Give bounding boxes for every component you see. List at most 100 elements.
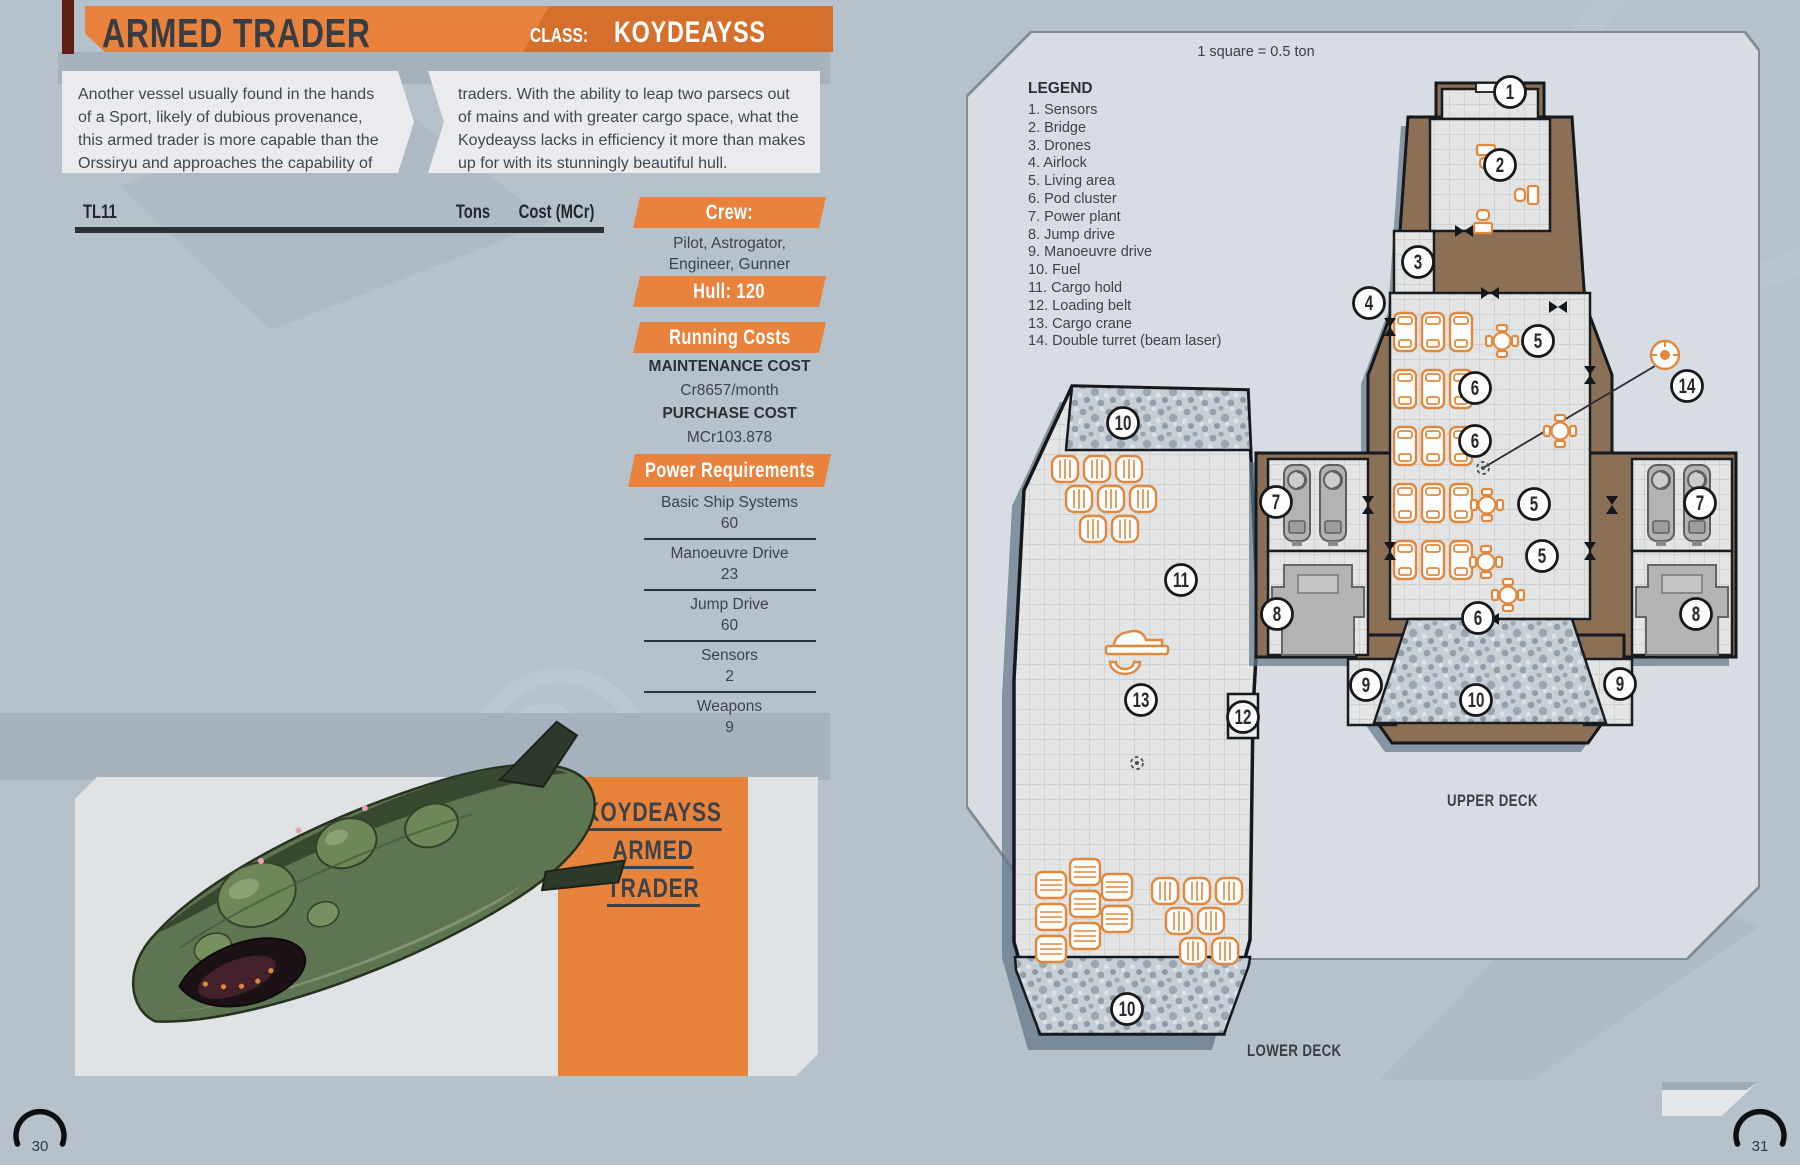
deck-marker	[1349, 668, 1383, 702]
legend-item: 6. Pod cluster	[1028, 190, 1117, 207]
lower-deck-label: LOWER DECK	[1247, 1041, 1342, 1060]
deck-marker	[1459, 683, 1493, 717]
deck-marker	[1110, 992, 1144, 1026]
legend-item: 8. Jump drive	[1028, 226, 1116, 243]
barrel-icon	[1110, 514, 1140, 544]
page-arc-right	[1733, 1108, 1787, 1147]
deck-marker-number: 7	[1696, 490, 1704, 514]
class-line: CLASS: KOYDEAYSS	[530, 16, 809, 50]
pod-icon	[1420, 425, 1446, 467]
crate-icon	[1100, 904, 1134, 934]
pod-icon	[1392, 425, 1418, 467]
page-title: ARMED TRADER	[102, 10, 371, 56]
legend-item: 1. Sensors	[1028, 102, 1098, 118]
column-cost: Cost (MCr)	[518, 202, 595, 223]
legend-item: 2. Bridge	[1028, 119, 1087, 136]
deck-marker-number: 8	[1273, 601, 1281, 625]
deck-marker	[1603, 667, 1637, 701]
legend-item: 13. Cargo crane	[1028, 315, 1132, 332]
power-label: Manoeuvre Drive	[670, 545, 789, 562]
deck-marker-number: 11	[1173, 567, 1189, 591]
deck-marker	[1525, 539, 1559, 573]
barrel-icon	[1082, 454, 1112, 484]
turret-icon	[1649, 339, 1681, 371]
pod-icon	[1392, 368, 1418, 410]
barrel-icon	[1078, 514, 1108, 544]
deck-marker	[1670, 369, 1704, 403]
legend-item: 11. Cargo hold	[1028, 279, 1123, 296]
barrel-icon	[1050, 454, 1080, 484]
class-name: KOYDEAYSS	[614, 16, 767, 49]
deck-marker-number: 4	[1365, 290, 1374, 314]
deck-marker	[1259, 485, 1293, 519]
barrel-icon	[1210, 936, 1240, 966]
deck-marker-number: 6	[1471, 428, 1479, 452]
deck-marker-number: 10	[1115, 410, 1132, 434]
description-column-2: traders. With the ability to leap two pa…	[428, 71, 820, 173]
deck-marker	[1458, 424, 1492, 458]
stats-table-header: TL11 Tons Cost (MCr)	[75, 199, 604, 227]
deck-marker	[1461, 601, 1495, 635]
crate-icon	[1068, 921, 1102, 951]
pod-icon	[1420, 368, 1446, 410]
deck-marker-number: 12	[1235, 704, 1252, 728]
deck-marker	[1458, 371, 1492, 405]
deck-marker	[1683, 486, 1717, 520]
stats-table: TL11 Tons Cost (MCr)	[75, 199, 604, 233]
column-tons: Tons	[455, 202, 490, 223]
deck-marker-number: 3	[1414, 249, 1422, 273]
deck-marker-number: 10	[1119, 996, 1136, 1020]
maintenance-value: Cr8657/month	[680, 382, 779, 399]
upper-deck-label: UPPER DECK	[1447, 791, 1538, 810]
page-arc-left	[13, 1108, 67, 1147]
barrel-icon	[1164, 906, 1194, 936]
description-column-1: Another vessel usually found in the hand…	[62, 71, 414, 173]
barrel-icon	[1150, 876, 1180, 906]
deck-marker-number: 2	[1496, 152, 1504, 176]
crate-icon	[1034, 934, 1068, 964]
legend-item: 10. Fuel	[1028, 262, 1081, 279]
power-requirements-banner: Power Requirements	[628, 454, 831, 487]
barrel-icon	[1064, 484, 1094, 514]
legend-title: LEGEND	[1028, 80, 1093, 97]
corner-deco	[1662, 1082, 1758, 1090]
barrel-icon	[1196, 906, 1226, 936]
deck-marker-number: 5	[1530, 491, 1538, 515]
deck-marker-number: 1	[1506, 79, 1514, 103]
power-label: Jump Drive	[690, 596, 769, 613]
barrel-icon	[1128, 484, 1158, 514]
deck-marker	[1352, 286, 1386, 320]
page-number-left: 30	[31, 1138, 49, 1155]
crate-icon	[1100, 872, 1134, 902]
stats-table-body	[75, 227, 604, 233]
power-value: 60	[720, 617, 739, 634]
deck-marker	[1260, 597, 1294, 631]
power-label: Basic Ship Systems	[661, 494, 798, 511]
deck-marker	[1226, 700, 1260, 734]
power-value: 23	[720, 566, 739, 583]
page-number-right: 31	[1751, 1138, 1769, 1155]
deck-marker-number: 8	[1692, 601, 1700, 625]
crate-icon	[1034, 870, 1068, 900]
deck-marker-number: 9	[1362, 672, 1370, 696]
barrel-icon	[1178, 936, 1208, 966]
crew-banner: Crew:	[633, 197, 826, 228]
engine-icon	[1647, 464, 1675, 547]
deck-marker	[1124, 683, 1158, 717]
deck-marker-number: 10	[1468, 687, 1485, 711]
deck-marker-number: 6	[1474, 605, 1482, 629]
crew-list: Pilot, Astrogator, Engineer, Gunner	[668, 235, 791, 273]
deck-marker-number: 9	[1616, 671, 1624, 695]
divider	[643, 691, 816, 693]
legend-item: 14. Double turret (beam laser)	[1028, 333, 1222, 350]
legend-item: 3. Drones	[1028, 137, 1091, 154]
mid-band	[0, 713, 830, 780]
caption-line: TRADER	[558, 873, 748, 907]
barrel-icon	[1214, 876, 1244, 906]
